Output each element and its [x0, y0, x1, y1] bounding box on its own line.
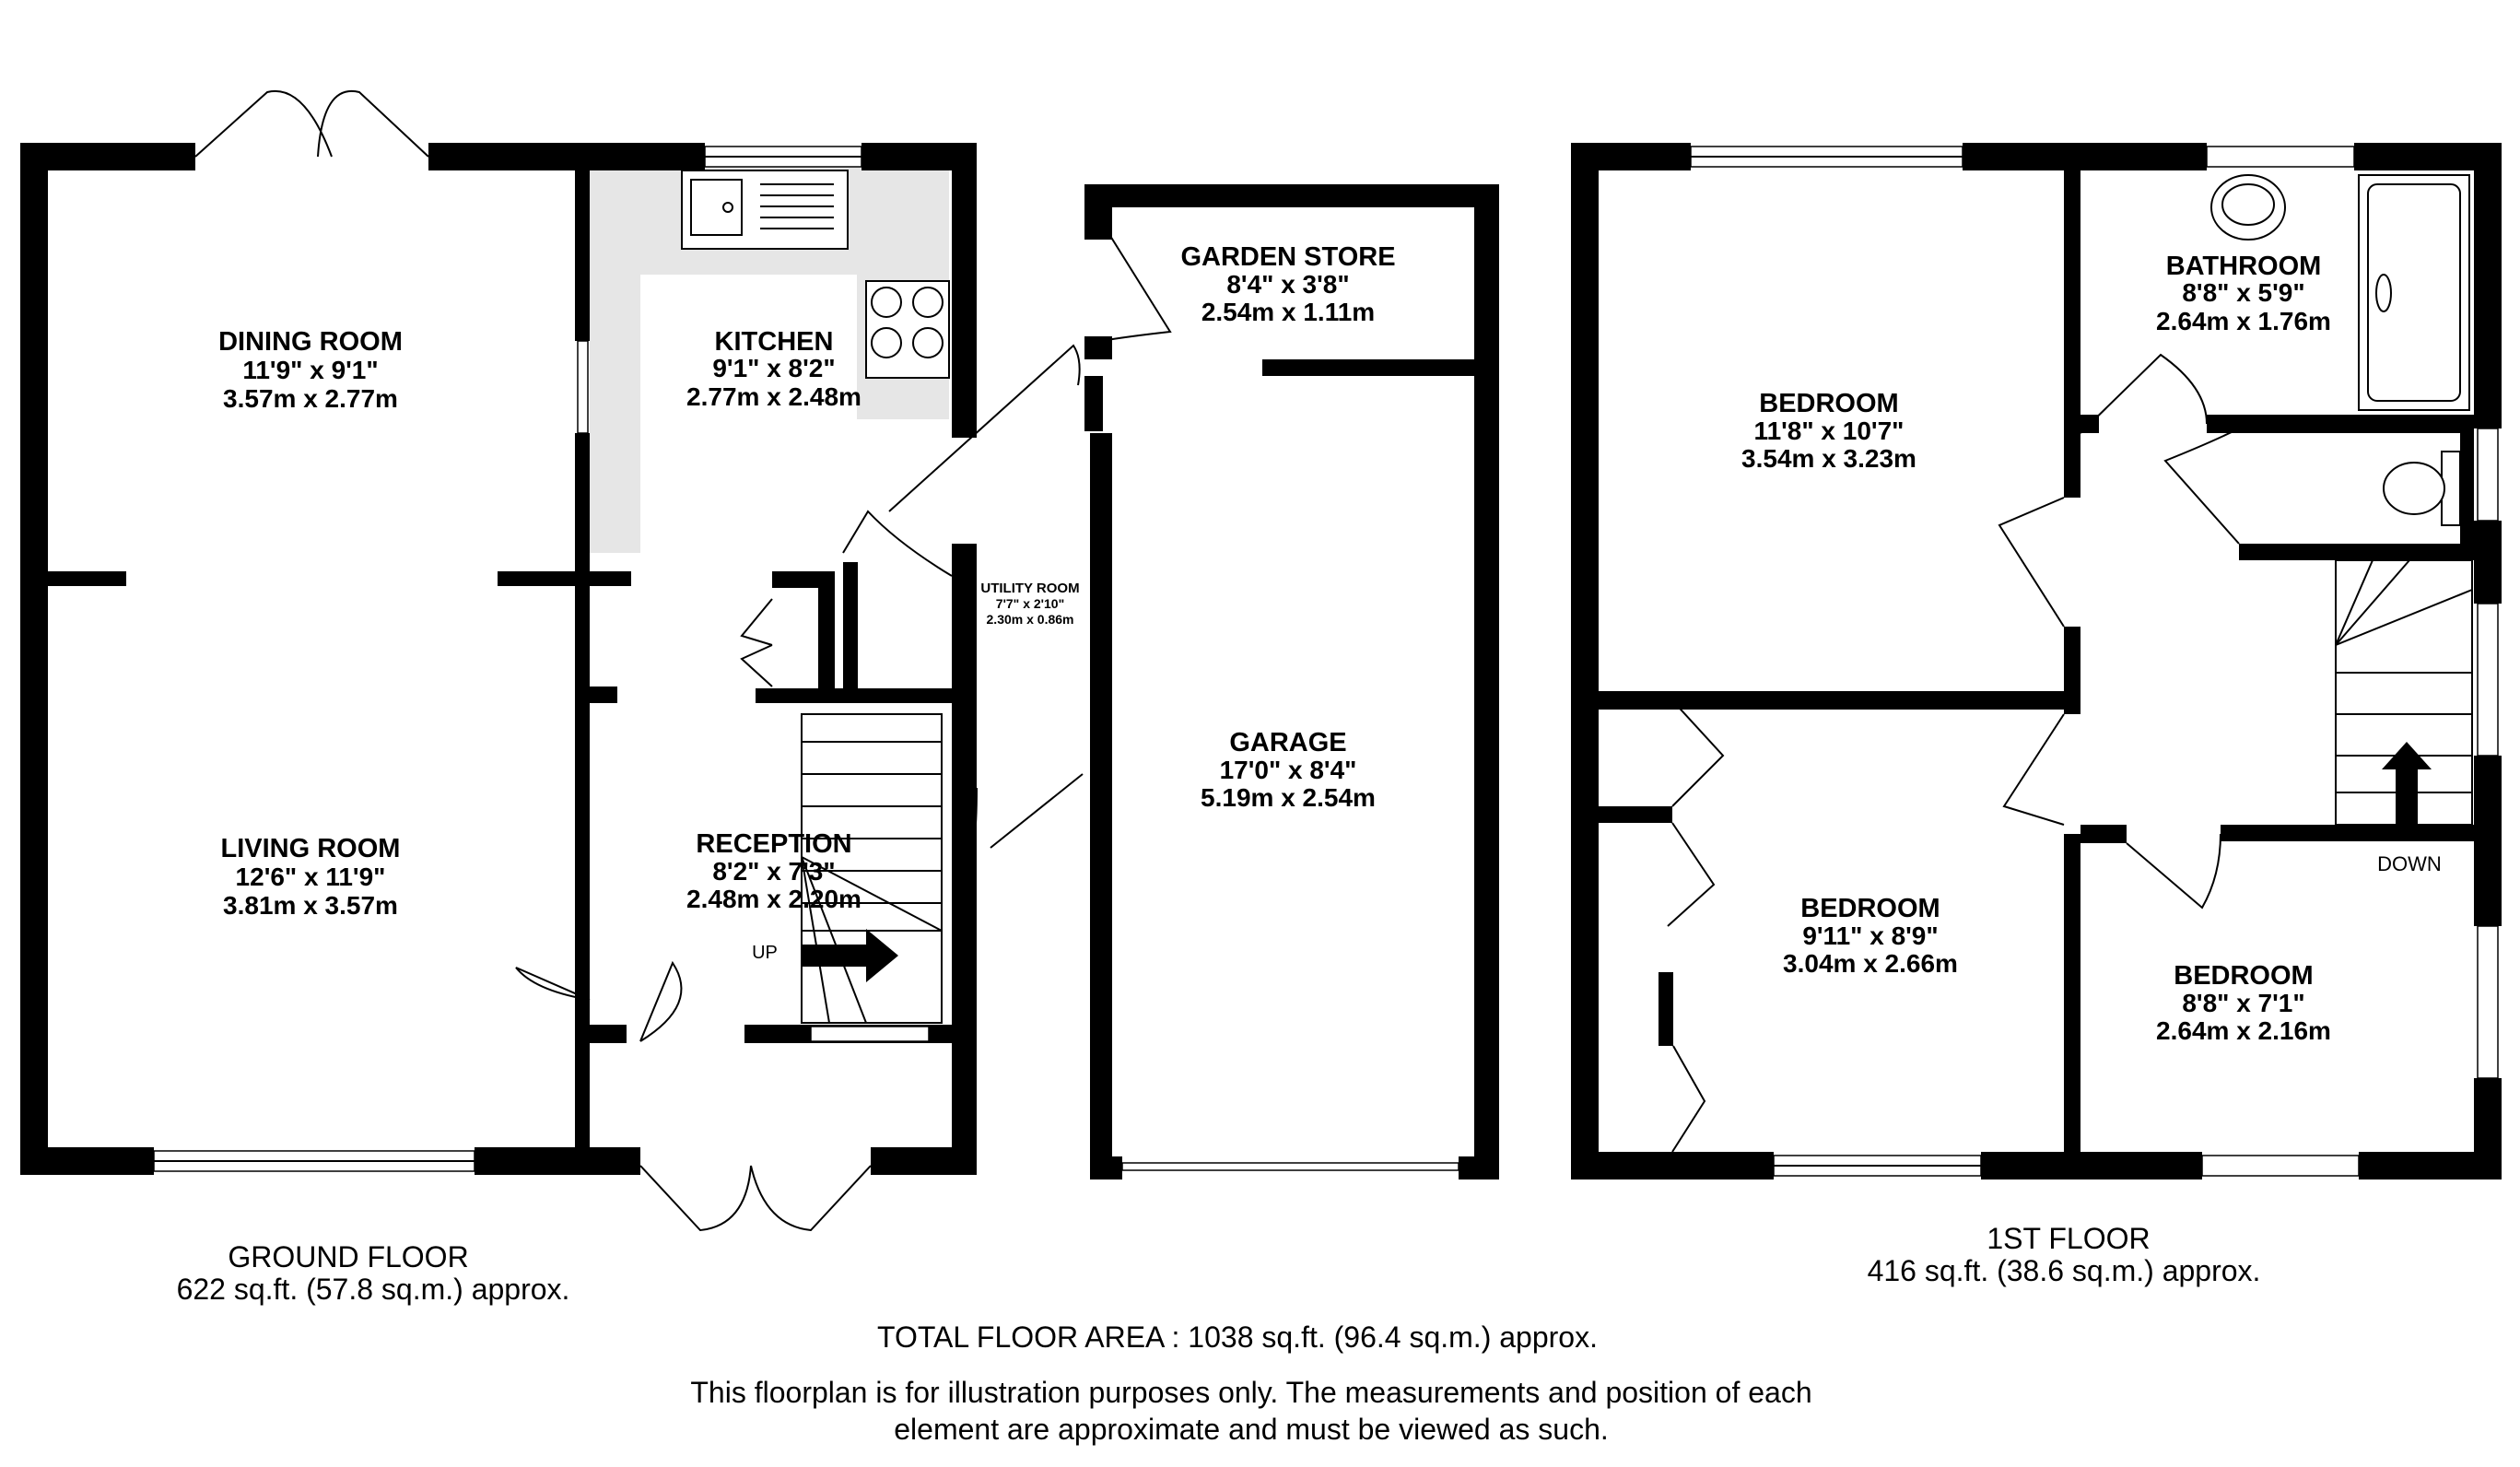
room-dimensions-metric: 2.64m x 1.76m [2156, 307, 2331, 335]
window [2477, 925, 2499, 1079]
wall [575, 166, 590, 341]
window [577, 340, 589, 434]
room-dimensions-metric: 2.64m x 2.16m [2156, 1016, 2331, 1045]
room-dimensions-metric: 2.54m x 1.11m [1201, 298, 1375, 326]
room-dimensions-metric: 5.19m x 2.54m [1201, 783, 1376, 812]
room-name: BEDROOM [1759, 389, 1898, 418]
door [888, 344, 1081, 512]
room-name: DINING ROOM [218, 327, 403, 357]
room-dimensions-imperial: 8'8" x 7'1" [2182, 989, 2304, 1017]
garage-walls [1084, 184, 1499, 1179]
room-name: KITCHEN [715, 327, 834, 357]
door [2163, 428, 2240, 545]
wall [20, 143, 48, 1175]
wall [576, 143, 705, 170]
room-dimensions-imperial: 17'0" x 8'4" [1220, 756, 1357, 784]
room-dimensions-imperial: 7'7" x 2'10" [996, 596, 1064, 611]
toilet [2383, 451, 2461, 526]
disclaimer-line-2: element are approximate and must be view… [894, 1413, 1609, 1446]
room-dimensions-metric: 2.77m x 2.48m [686, 382, 861, 411]
kitchen-floor-shading [590, 166, 949, 553]
room-dimensions-metric: 3.04m x 2.66m [1783, 949, 1958, 978]
washbasin [2210, 174, 2286, 241]
room-dimensions-metric: 3.54m x 3.23m [1741, 444, 1916, 473]
room-dimensions-imperial: 8'2" x 7'3" [712, 857, 835, 886]
room-name: BATHROOM [2166, 252, 2322, 281]
door [2080, 353, 2208, 434]
stair-label: DOWN [2377, 852, 2442, 875]
stair-arrow-icon [2382, 742, 2432, 825]
ground-floor-label: GROUND FLOOR [228, 1240, 468, 1273]
first-floor-plan [1571, 143, 2502, 1179]
room-dimensions-metric: 2.30m x 0.86m [987, 612, 1074, 627]
door [1998, 497, 2065, 628]
room-name: UTILITY ROOM [980, 581, 1079, 596]
wall [48, 571, 126, 586]
wall [818, 571, 835, 691]
french-door [194, 89, 429, 158]
room-name: BEDROOM [2174, 961, 2313, 991]
ground-floor-plan [20, 89, 1499, 1232]
wall [756, 688, 954, 703]
staircase-down [2335, 559, 2473, 826]
first-floor-area: 416 sq.ft. (38.6 sq.m.) approx. [1868, 1254, 2261, 1287]
door [842, 510, 953, 577]
wall [871, 1147, 977, 1175]
bath [2358, 174, 2470, 411]
total-floor-area: TOTAL FLOOR AREA : 1038 sq.ft. (96.4 sq.… [877, 1320, 1598, 1354]
room-dimensions-imperial: 8'8" x 5'9" [2182, 278, 2304, 307]
wall [590, 1147, 640, 1175]
room-labels: DINING ROOM 11'9" x 9'1" 3.57m x 2.77m L… [218, 242, 2442, 1045]
wall [590, 687, 617, 703]
room-dimensions-imperial: 9'11" x 8'9" [1802, 921, 1938, 950]
kitchen-sink [681, 170, 849, 250]
window [2201, 1155, 2360, 1177]
room-name: RECEPTION [696, 829, 851, 859]
disclaimer-line-1: This floorplan is for illustration purpo… [690, 1376, 1811, 1409]
garden-store-door [1100, 220, 1172, 342]
window [2477, 428, 2499, 522]
room-name: BEDROOM [1800, 894, 1940, 923]
ground-floor-area: 622 sq.ft. (57.8 sq.m.) approx. [177, 1273, 570, 1306]
staircase-up [801, 713, 943, 1024]
wardrobe-door [1671, 699, 1725, 807]
first-floor-label: 1ST FLOOR [1987, 1222, 2150, 1255]
room-dimensions-imperial: 11'9" x 9'1" [242, 356, 378, 384]
room-dimensions-imperial: 11'8" x 10'7" [1754, 417, 1905, 445]
window [2206, 146, 2355, 168]
wardrobe-door [1667, 822, 1716, 927]
wall [20, 143, 195, 170]
room-dimensions-imperial: 12'6" x 11'9" [236, 863, 386, 891]
wall [575, 433, 590, 1161]
wall [20, 1147, 154, 1175]
door [2126, 833, 2221, 910]
window [2477, 603, 2499, 757]
stair-arrow-icon [802, 929, 898, 982]
wall [590, 1025, 627, 1043]
wall [428, 143, 576, 170]
wall [498, 571, 631, 586]
room-name: LIVING ROOM [221, 834, 401, 863]
room-dimensions-metric: 3.81m x 3.57m [223, 891, 398, 920]
room-dimensions-imperial: 8'4" x 3'8" [1226, 270, 1349, 299]
wall [958, 562, 977, 687]
window [810, 1026, 930, 1042]
wall [843, 562, 858, 688]
hob [865, 280, 950, 379]
room-name: GARAGE [1229, 728, 1346, 757]
room-dimensions-imperial: 9'1" x 8'2" [712, 354, 835, 382]
captions: GROUND FLOOR 622 sq.ft. (57.8 sq.m.) app… [177, 1222, 2261, 1446]
room-dimensions-metric: 2.48m x 2.20m [686, 885, 861, 913]
door [2002, 713, 2065, 826]
wardrobe-door [1671, 1045, 1706, 1153]
room-dimensions-metric: 3.57m x 2.77m [223, 384, 398, 413]
door [740, 598, 773, 687]
stair-label: UP [752, 943, 778, 963]
garage-door [1121, 1162, 1459, 1171]
door [515, 967, 591, 1001]
wall [952, 143, 977, 438]
room-name: GARDEN STORE [1180, 242, 1395, 272]
front-door [639, 1165, 872, 1232]
